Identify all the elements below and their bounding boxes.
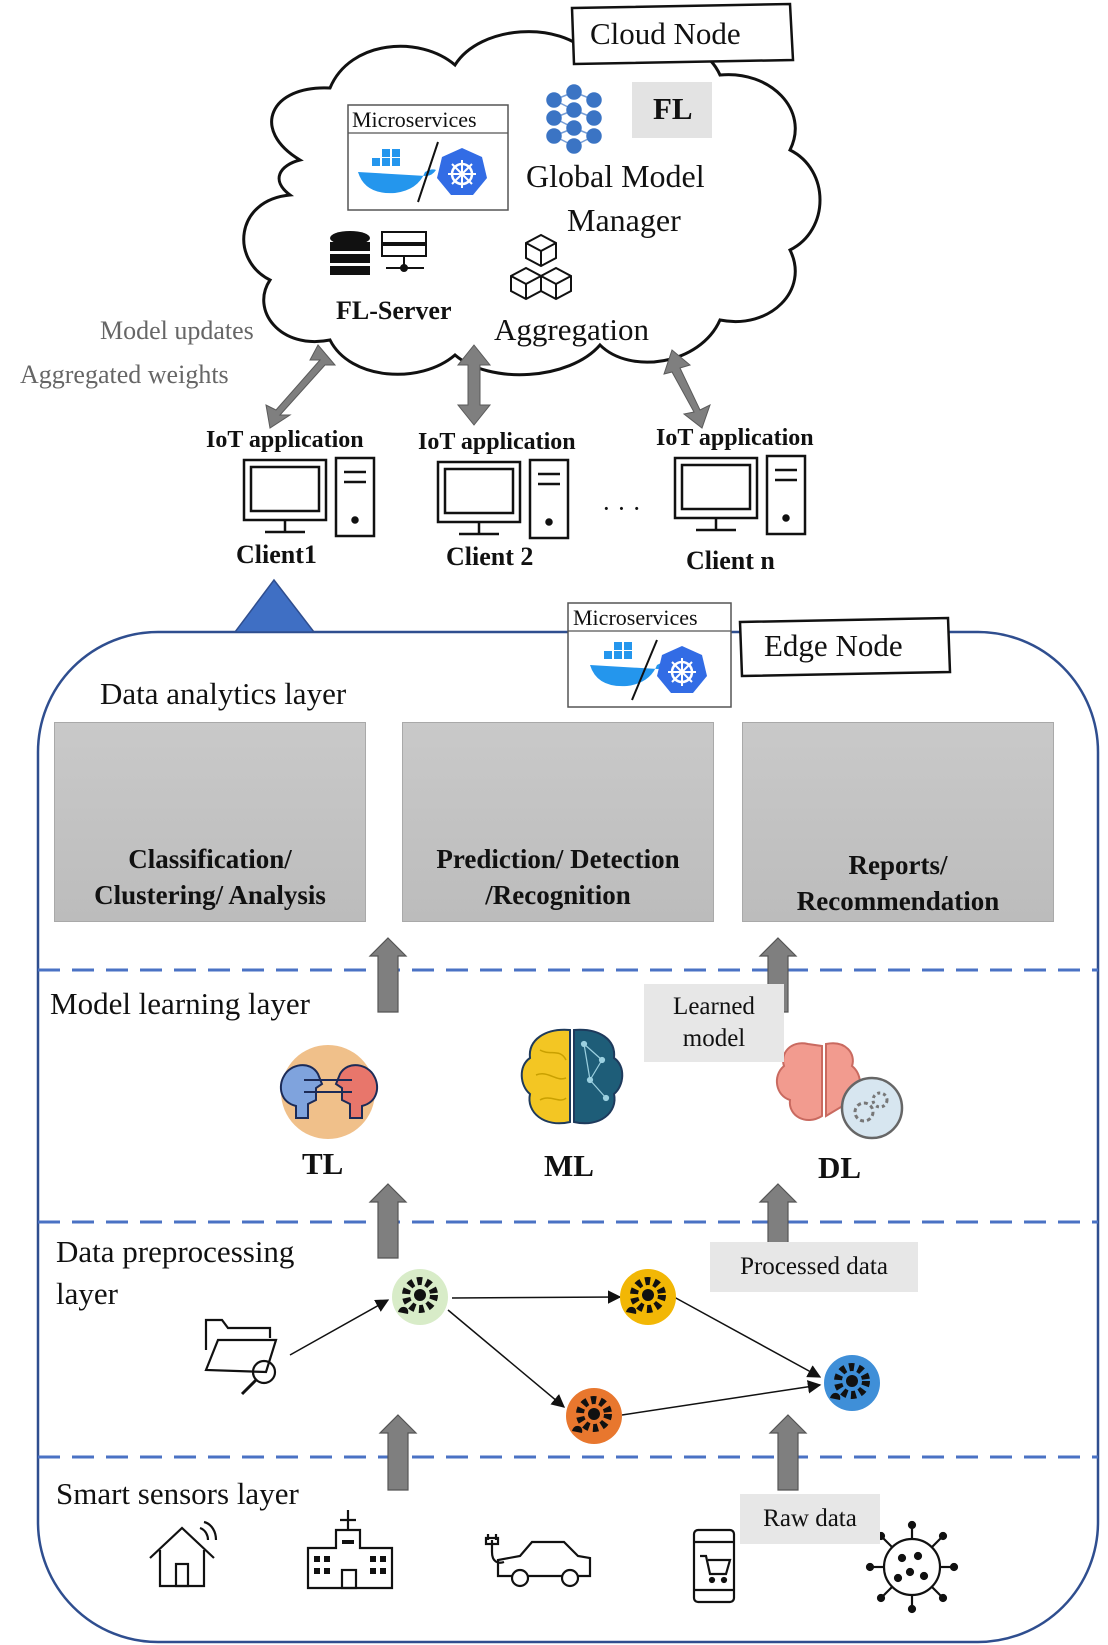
- classification-line2: Clustering/ Analysis: [94, 880, 326, 910]
- edge-microservices-label: Microservices: [573, 605, 698, 630]
- clients-ellipsis: · · ·: [602, 494, 641, 523]
- global-model-label-line2: Manager: [567, 202, 681, 238]
- cloud-microservices-label: Microservices: [352, 107, 477, 132]
- global-model-label-line1: Global Model: [526, 158, 705, 194]
- ml-label: ML: [544, 1148, 594, 1183]
- client2-app-label: IoT application: [418, 429, 576, 455]
- transfer-learning-icon: [279, 1045, 379, 1139]
- clientn-computer-icon: [673, 454, 807, 536]
- server-icon: [381, 231, 427, 272]
- classification-line1: Classification/: [128, 844, 292, 874]
- docker-icon: [358, 149, 436, 194]
- edge-node-box: [738, 616, 952, 678]
- fl-badge: FL: [653, 91, 693, 126]
- preprocessing-layer-title-line1: Data preprocessing: [56, 1234, 295, 1269]
- virus-icon: [865, 1520, 959, 1614]
- analytics-layer-title: Data analytics layer: [100, 676, 347, 711]
- dl-label: DL: [818, 1150, 862, 1185]
- edge-docker-icon: [590, 642, 668, 687]
- cloud-node-title: Cloud Node: [590, 16, 741, 51]
- client2-name: Client 2: [446, 542, 534, 571]
- tl-label: TL: [302, 1146, 344, 1181]
- cloud-client-arrows: [265, 344, 711, 429]
- raw-data-note: Raw data: [740, 1494, 880, 1544]
- reports-line1: Reports/: [848, 850, 948, 880]
- edge-microservices-box: [567, 602, 732, 708]
- aggregated-weights-label: Aggregated weights: [20, 360, 229, 389]
- edge-node-title: Edge Node: [764, 628, 903, 663]
- up-arrows: [368, 937, 808, 1491]
- raw-data-label: Raw data: [763, 1505, 857, 1532]
- neural-network-icon: [546, 84, 602, 154]
- mobile-shopping-icon: [692, 1528, 736, 1604]
- analytics-panel-prediction: Prediction/ Detection /Recognition: [402, 722, 714, 922]
- fl-badge-box: [632, 82, 712, 138]
- analytics-panel-reports: Reports/ Recommendation: [742, 722, 1054, 922]
- aggregation-cubes-icon: [510, 233, 572, 301]
- prediction-line2: /Recognition: [485, 880, 631, 910]
- sensors-layer-title: Smart sensors layer: [56, 1476, 299, 1511]
- fl-server-label: FL-Server: [336, 296, 452, 325]
- edge-kubernetes-icon: [657, 646, 707, 693]
- edge-pointer-triangle: [233, 578, 316, 633]
- client1-app-label: IoT application: [206, 427, 364, 453]
- learned-model-note: Learned model: [644, 984, 784, 1062]
- process-gear-green: [392, 1269, 448, 1325]
- model-updates-label: Model updates: [100, 316, 254, 345]
- processed-data-note: Processed data: [710, 1242, 918, 1292]
- processed-data-label: Processed data: [740, 1253, 888, 1280]
- process-gear-yellow: [620, 1269, 676, 1325]
- reports-line2: Recommendation: [796, 886, 1000, 916]
- analytics-panel-classification: Classification/ Clustering/ Analysis: [54, 722, 366, 922]
- kubernetes-icon: [437, 148, 487, 195]
- learned-model-line1: Learned: [673, 993, 755, 1020]
- prediction-line1: Prediction/ Detection: [436, 844, 680, 874]
- cloud-node-box: [570, 2, 795, 66]
- preprocessing-layer-title-line2: layer: [56, 1276, 118, 1311]
- clientn-name: Client n: [686, 546, 775, 575]
- machine-learning-brain-icon: [520, 1028, 624, 1125]
- learning-layer-title: Model learning layer: [50, 986, 310, 1021]
- database-icon: [330, 231, 370, 275]
- deep-learning-brain-icon: [775, 1042, 904, 1140]
- electric-car-icon: [484, 1534, 592, 1588]
- folder-search-icon: [204, 1318, 278, 1396]
- process-gear-blue: [824, 1355, 880, 1411]
- smart-home-icon: [149, 1520, 218, 1588]
- workflow-arrows: [289, 1290, 822, 1416]
- hospital-icon: [306, 1510, 394, 1590]
- client1-name: Client1: [236, 540, 317, 569]
- aggregation-label: Aggregation: [494, 312, 649, 347]
- client2-computer-icon: [436, 458, 570, 540]
- learned-model-line2: model: [682, 1025, 746, 1052]
- client1-computer-icon: [242, 456, 376, 538]
- clientn-app-label: IoT application: [656, 425, 814, 451]
- layer-separators: [38, 968, 1098, 1459]
- process-gear-orange: [566, 1388, 622, 1444]
